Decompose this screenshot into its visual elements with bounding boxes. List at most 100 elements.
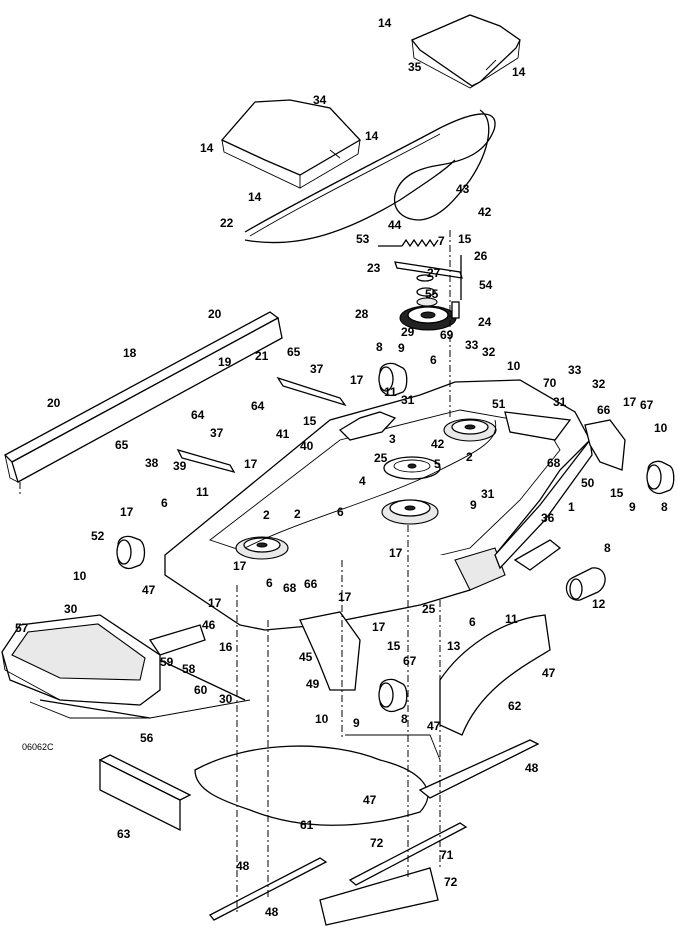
plate-63-top: [98, 754, 192, 801]
callout-label: 51: [492, 397, 506, 411]
callout-label: 27: [427, 266, 441, 280]
deck-belt: [244, 419, 497, 549]
callout-label: 6: [266, 576, 273, 590]
callout-label: 54: [479, 278, 493, 292]
blade-left: [208, 857, 328, 921]
callout-label: 72: [444, 875, 458, 889]
callout-label: 64: [251, 399, 265, 413]
callout-label: 46: [202, 618, 216, 632]
lift-rod-front: [176, 448, 236, 474]
callout-label: 66: [597, 403, 611, 417]
callout-label: 42: [478, 205, 492, 219]
callout-label: 45: [299, 650, 313, 664]
callout-label: 20: [208, 307, 222, 321]
callout-label: 17: [350, 373, 364, 387]
callout-label: 23: [367, 261, 381, 275]
callout-label: 60: [194, 683, 208, 697]
callout-label: 15: [458, 232, 472, 246]
callout-label: 30: [219, 692, 233, 706]
chute-hinge-bracket: [148, 624, 206, 656]
callout-label: 61: [300, 818, 314, 832]
mulch-plate-top: [345, 734, 441, 761]
callout-label: 30: [64, 602, 78, 616]
callout-label: 34: [313, 93, 327, 107]
callout-label: 63: [117, 827, 131, 841]
callout-label: 53: [356, 232, 370, 246]
assembly-centerlines: [236, 230, 451, 915]
chute-rod: [159, 659, 246, 701]
callout-label: 33: [465, 338, 479, 352]
callout-label: 38: [145, 456, 159, 470]
callout-label: 40: [300, 439, 314, 453]
callout-label: 10: [507, 359, 521, 373]
callout-label: 37: [310, 362, 324, 376]
callout-label: 16: [219, 640, 233, 654]
callout-label: 41: [276, 427, 290, 441]
callout-label: 39: [173, 459, 187, 473]
callout-label: 15: [303, 414, 317, 428]
callout-label: 10: [315, 712, 329, 726]
callout-label: 47: [427, 719, 441, 733]
callout-label: 48: [525, 761, 539, 775]
callout-label: 21: [255, 349, 269, 363]
callout-label: 14: [512, 65, 526, 79]
mulch-plate-61: [194, 745, 429, 826]
callout-label: 47: [542, 666, 556, 680]
front-wheel-bracket: [299, 611, 361, 691]
callout-label: 37: [210, 426, 224, 440]
callout-label: 17: [208, 596, 222, 610]
callout-label: 44: [388, 218, 402, 232]
callout-label: 35: [408, 60, 422, 74]
chute-bracket-line: [39, 699, 151, 719]
callout-label: 29: [401, 325, 415, 339]
callout-label: 17: [389, 546, 403, 560]
idler-spring: [378, 238, 439, 248]
callout-label: 26: [474, 249, 488, 263]
callout-label: 7: [438, 234, 445, 248]
callout-label: 48: [265, 905, 279, 919]
callout-label: 69: [440, 328, 454, 342]
callout-label: 65: [287, 345, 301, 359]
callout-label: 9: [398, 341, 405, 355]
callout-label: 17: [233, 559, 247, 573]
callout-label: 17: [372, 620, 386, 634]
callout-label: 14: [200, 141, 214, 155]
callout-label: 66: [304, 577, 318, 591]
callout-label: 47: [142, 583, 156, 597]
idler-pulley-stack: [399, 255, 462, 331]
callout-label: 43: [456, 182, 470, 196]
callout-label: 65: [115, 438, 129, 452]
spindle-pulley-right: [443, 418, 497, 442]
mower-deck: [163, 379, 593, 631]
callout-label: 17: [623, 395, 637, 409]
callout-label: 31: [481, 487, 495, 501]
idler-arm: [394, 261, 463, 279]
callout-label: 19: [218, 355, 232, 369]
callout-label: 68: [547, 456, 561, 470]
callout-label: 6: [469, 615, 476, 629]
callout-label: 20: [47, 396, 61, 410]
callout-label: 17: [244, 457, 258, 471]
callout-label: 5: [434, 457, 441, 471]
callout-label: 8: [604, 541, 611, 555]
callout-label: 68: [283, 581, 297, 595]
callout-label: 25: [374, 451, 388, 465]
baffle-62: [439, 614, 551, 736]
callout-label: 67: [403, 654, 417, 668]
callout-label: 10: [73, 569, 87, 583]
callout-label: 33: [568, 363, 582, 377]
callout-label: 8: [376, 340, 383, 354]
blade-center: [348, 822, 468, 886]
belt-cover-right: [410, 14, 521, 89]
discharge-chute: [1, 614, 161, 706]
callout-label: 72: [370, 836, 384, 850]
callout-label: 31: [553, 395, 567, 409]
callout-label: 62: [508, 699, 522, 713]
callout-label: 52: [91, 529, 105, 543]
callout-label: 32: [482, 345, 496, 359]
discharge-roller: [565, 567, 606, 601]
callout-label: 15: [387, 639, 401, 653]
plate-71: [319, 867, 439, 926]
